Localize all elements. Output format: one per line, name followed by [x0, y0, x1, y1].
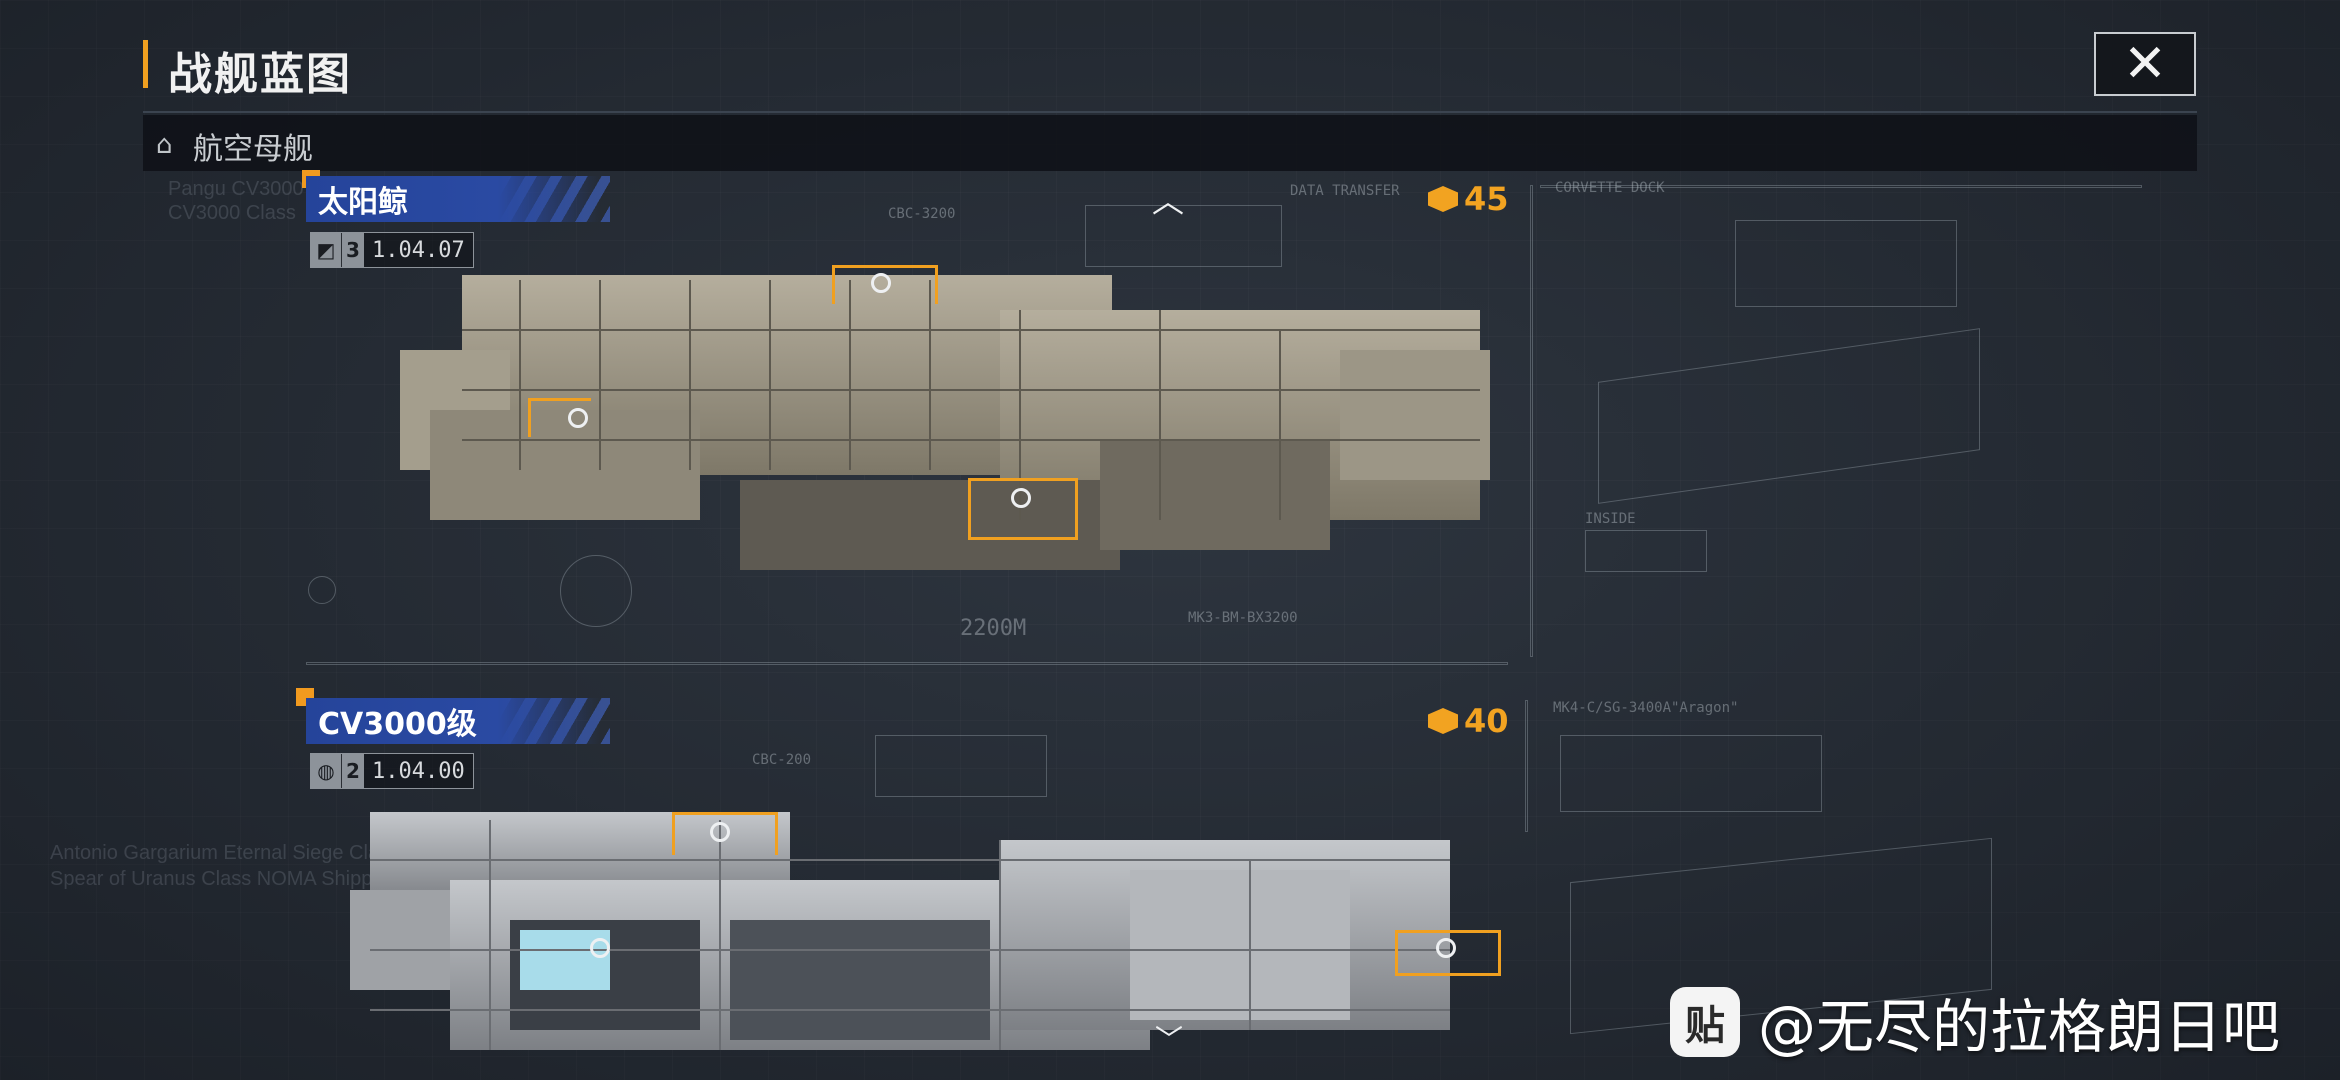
scroll-down-arrow[interactable]: ﹀	[1155, 1023, 1184, 1056]
ship-tier: 2	[341, 754, 364, 788]
ship-class-icon: ◩	[311, 233, 341, 267]
globe-icon: ◍	[311, 754, 341, 788]
blueprint-box	[875, 735, 1047, 797]
watermark: 贴 @无尽的拉格朗日吧	[1670, 980, 2280, 1064]
callout-label: CBC-3200	[888, 206, 956, 222]
hotspot-marker[interactable]	[871, 273, 891, 293]
blueprint-line	[1525, 700, 1528, 832]
hotspot-marker[interactable]	[710, 822, 730, 842]
blueprint-box	[1085, 205, 1282, 267]
ship-cost: 45	[1428, 180, 1509, 218]
ship-info-tag: ◩ 3 1.04.07	[310, 232, 474, 268]
hotspot-bracket	[528, 398, 591, 437]
scale-line	[306, 662, 1508, 665]
blueprint-box	[1585, 530, 1707, 572]
ghost-text: Spear of Uranus Class NOMA Shipping	[50, 868, 400, 890]
corvette-dock-label: CORVETTE DOCK	[1555, 180, 1665, 196]
carrier-icon: ⌂	[156, 130, 173, 160]
hotspot-marker[interactable]	[590, 938, 610, 958]
blueprint-box	[1735, 220, 1957, 307]
hotspot-bracket	[832, 265, 938, 304]
ship-version: 1.04.00	[364, 754, 473, 788]
blueprint-box	[1560, 735, 1822, 812]
scroll-up-arrow[interactable]: ︿	[1152, 182, 1185, 220]
ghost-text: CV3000 Class	[168, 202, 296, 224]
header-divider	[143, 111, 2197, 113]
ship-tier: 3	[341, 233, 364, 267]
category-bar	[143, 115, 2197, 171]
tieba-logo-icon: 贴	[1670, 987, 1740, 1057]
hotspot-marker[interactable]	[1011, 488, 1031, 508]
ship-name: CV3000级	[306, 698, 601, 744]
data-transfer-label: DATA TRANSFER	[1290, 183, 1400, 199]
ship-sunwhale-model[interactable]	[400, 270, 1500, 580]
hotspot-bracket	[968, 478, 1078, 540]
hotspot-marker[interactable]	[1436, 938, 1456, 958]
page-title: 战舰蓝图	[168, 49, 352, 100]
hotspot-marker[interactable]	[568, 408, 588, 428]
ship-info-tag: ◍ 2 1.04.00	[310, 753, 474, 789]
watermark-text: @无尽的拉格朗日吧	[1758, 993, 2281, 1061]
cost-value: 40	[1464, 702, 1509, 740]
cost-value: 45	[1464, 180, 1509, 218]
coin-icon	[1428, 708, 1458, 734]
hotspot-bracket	[672, 812, 778, 855]
blueprint-icon	[308, 576, 336, 604]
inside-label: INSIDE	[1585, 511, 1636, 527]
ship-version: 1.04.07	[364, 233, 473, 267]
title-accent	[143, 40, 148, 88]
hotspot-bracket	[1395, 930, 1501, 976]
blueprint-line	[1540, 185, 2142, 188]
category-label: 航空母舰	[193, 132, 313, 167]
aragon-label: MK4-C/SG-3400A"Aragon"	[1553, 700, 1739, 716]
radar-sketch	[560, 555, 632, 627]
close-icon: ✕	[2123, 34, 2167, 94]
coin-icon	[1428, 186, 1458, 212]
length-label: 2200M	[960, 616, 1027, 641]
close-button[interactable]: ✕	[2094, 32, 2196, 96]
ghost-text: Antonio Gargarium Eternal Siege Class	[50, 842, 400, 864]
ship-cv3000-model[interactable]	[350, 800, 1500, 1070]
ship-name: 太阳鲸	[306, 176, 601, 222]
callout-label: MK3-BM-BX3200	[1188, 610, 1298, 626]
ship-cost: 40	[1428, 702, 1509, 740]
callout-label: CBC-200	[752, 752, 812, 768]
blueprint-line	[1530, 185, 1533, 657]
